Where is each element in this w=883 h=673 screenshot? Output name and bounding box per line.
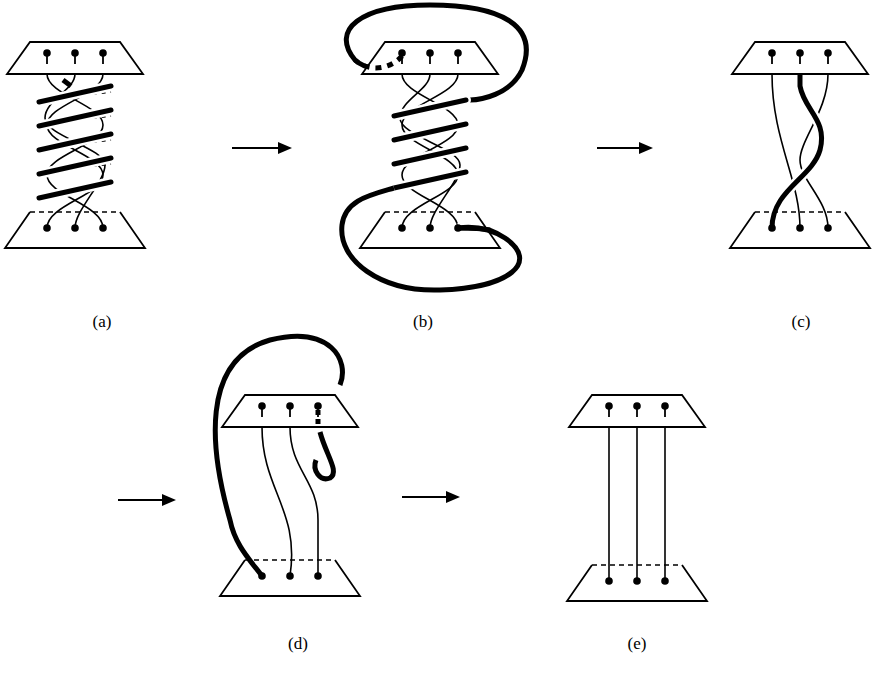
panel-label: (c): [792, 312, 811, 332]
panel-label: (d): [288, 634, 308, 654]
panel-label: (e): [628, 634, 647, 654]
panel-label: (b): [413, 312, 433, 332]
panel-label: (a): [93, 312, 112, 332]
